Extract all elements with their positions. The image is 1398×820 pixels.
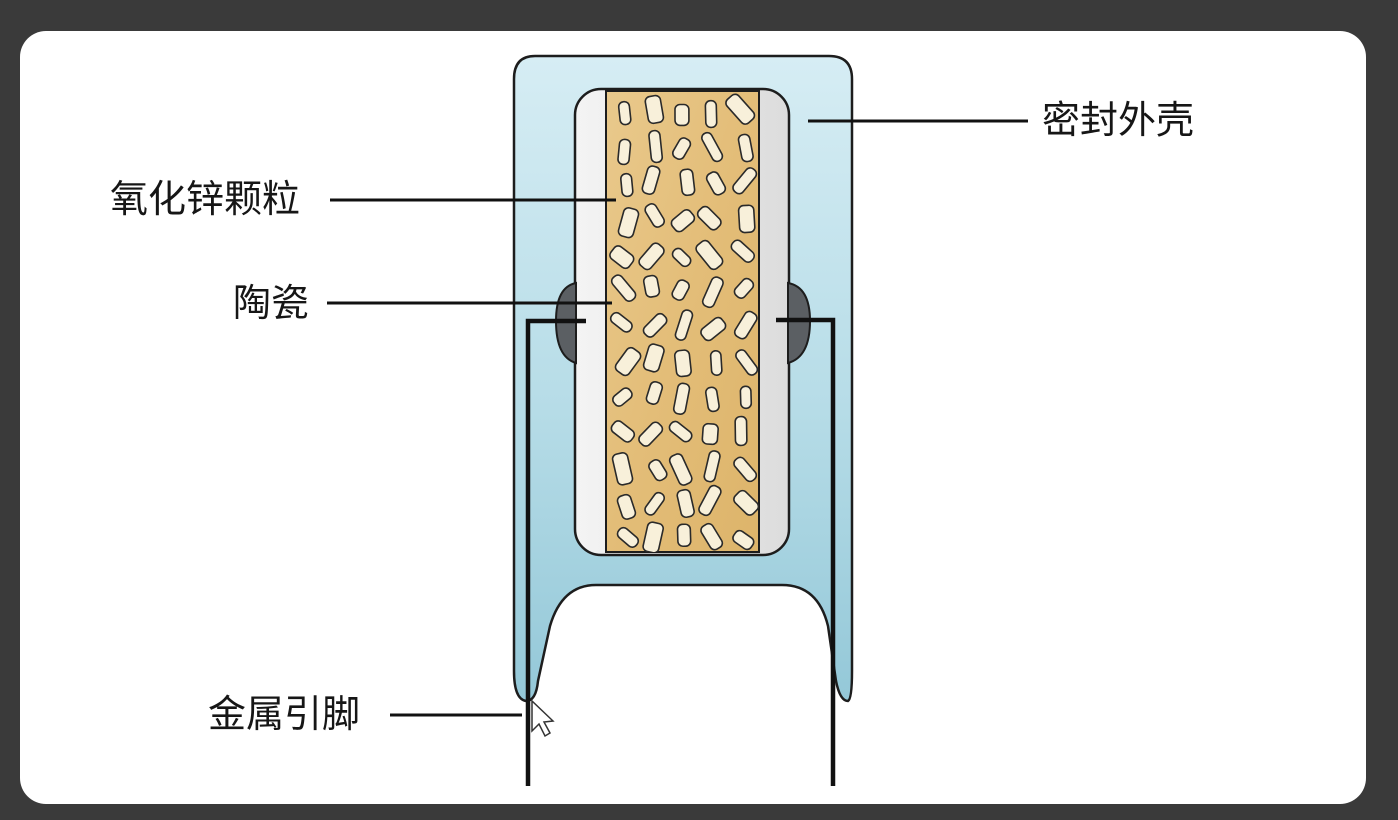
zinc-oxide-particle: [733, 456, 758, 483]
zinc-oxide-particle: [638, 242, 665, 271]
label-metal-leads: 金属引脚: [208, 692, 361, 736]
zinc-oxide-particle: [610, 420, 636, 443]
zinc-oxide-particle: [730, 239, 756, 263]
zinc-oxide-particle: [676, 523, 692, 548]
zinc-oxide-particle: [641, 165, 661, 196]
zinc-oxide-particle: [732, 167, 758, 195]
zinc-oxide-particle: [701, 276, 724, 309]
zinc-oxide-particle: [700, 522, 724, 551]
zinc-oxide-particle: [709, 350, 723, 376]
label-zinc-oxide-particles: 氧化锌颗粒: [110, 177, 301, 221]
label-ceramic: 陶瓷: [233, 281, 310, 325]
zinc-oxide-particle: [668, 453, 693, 486]
varistor-diagram: [327, 54, 1028, 786]
zinc-oxide-particle: [733, 310, 758, 340]
zinc-oxide-particle: [737, 133, 754, 163]
zinc-oxide-particle: [739, 385, 753, 410]
zinc-oxide-particle: [735, 349, 759, 376]
zinc-oxide-particle: [648, 459, 668, 482]
zinc-oxide-particle: [617, 138, 632, 166]
zinc-oxide-particle: [703, 450, 721, 483]
zinc-oxide-particle: [673, 349, 692, 378]
zinc-oxide-particle: [642, 312, 668, 338]
zinc-oxide-particle: [642, 343, 665, 373]
zinc-oxide-particle: [674, 103, 690, 127]
right-lead: [776, 317, 836, 786]
zinc-oxide-particle: [644, 203, 666, 228]
zinc-oxide-particle: [701, 422, 719, 446]
zinc-oxide-particle: [609, 245, 635, 270]
zinc-oxide-particle: [679, 168, 696, 197]
zinc-oxide-particle: [638, 421, 664, 447]
zinc-oxide-particle: [648, 129, 664, 164]
zinc-oxide-particle: [645, 381, 664, 405]
label-sealed-shell: 密封外壳: [1042, 98, 1195, 142]
zinc-oxide-particle: [644, 491, 666, 516]
zinc-oxide-particle: [698, 484, 722, 517]
zinc-oxide-particle: [610, 274, 637, 302]
zinc-oxide-particles: [609, 93, 759, 552]
zinc-oxide-particle: [644, 94, 665, 125]
zinc-oxide-particle: [642, 274, 661, 298]
diagram-canvas: 氧化锌颗粒 陶瓷 密封外壳 金属引脚: [20, 31, 1366, 804]
zinc-oxide-particle: [737, 204, 756, 234]
zinc-oxide-particle: [672, 382, 691, 415]
zinc-oxide-particle: [695, 239, 724, 271]
zinc-oxide-particle: [642, 521, 664, 552]
zinc-oxide-particle: [700, 316, 727, 342]
zinc-oxide-particle: [732, 529, 755, 551]
zinc-oxide-particle: [734, 415, 748, 447]
zinc-oxide-particle: [616, 526, 640, 548]
zinc-oxide-particle: [609, 311, 633, 333]
zinc-oxide-particle: [616, 493, 637, 520]
zinc-oxide-particle: [733, 277, 755, 299]
zinc-oxide-particle: [704, 386, 720, 413]
zinc-oxide-particle: [725, 93, 756, 125]
zinc-oxide-particle: [676, 488, 695, 519]
zinc-oxide-particle: [617, 100, 632, 126]
zinc-oxide-particle: [671, 279, 690, 301]
zinc-oxide-particle: [704, 99, 718, 129]
zinc-oxide-particle: [696, 205, 722, 231]
zinc-oxide-particle: [619, 172, 634, 198]
zinc-oxide-particle: [671, 137, 692, 161]
mouse-cursor-icon: [531, 699, 555, 738]
zinc-oxide-particle: [733, 489, 759, 516]
zinc-oxide-particle: [614, 346, 642, 377]
zinc-oxide-particle: [701, 131, 724, 163]
zinc-oxide-particle: [670, 208, 696, 233]
zinc-oxide-particle: [705, 171, 727, 196]
zinc-oxide-particle: [668, 420, 693, 443]
zinc-oxide-particle: [617, 207, 640, 239]
zinc-oxide-particle: [612, 387, 633, 407]
zinc-oxide-particle: [674, 309, 694, 341]
zinc-oxide-particle: [611, 451, 634, 486]
left-lead: [525, 318, 586, 786]
zinc-oxide-particle: [671, 247, 692, 268]
